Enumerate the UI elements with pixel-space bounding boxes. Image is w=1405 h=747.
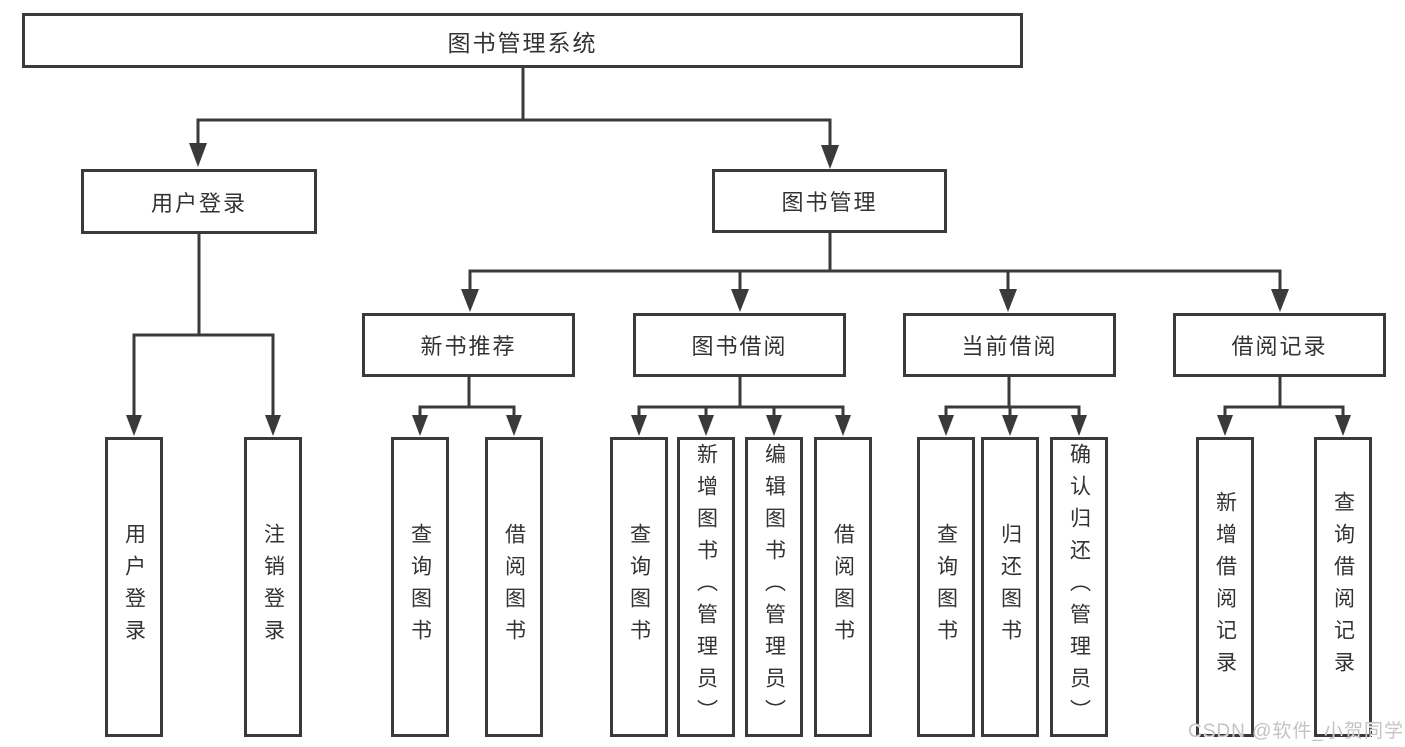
leaf-cb-confirm-return-admin: 确认归还（管理员） [1050, 437, 1108, 737]
leaf-bb-add-books-admin: 新增图书（管理员） [677, 437, 735, 737]
leaf-logout: 注销登录 [244, 437, 302, 737]
node-current-borrowing: 当前借阅 [903, 313, 1116, 377]
leaf-bb-edit-books-admin: 编辑图书（管理员） [745, 437, 803, 737]
leaf-br-query-borrow-record: 查询借阅记录 [1314, 437, 1372, 737]
node-new-book-recommendation: 新书推荐 [362, 313, 575, 377]
leaf-bb-borrow-books: 借阅图书 [814, 437, 872, 737]
node-root: 图书管理系统 [22, 13, 1023, 68]
node-user-login: 用户登录 [81, 169, 317, 234]
node-borrowing-records: 借阅记录 [1173, 313, 1386, 377]
watermark: CSDN @软件_小贺同学 [1188, 721, 1404, 742]
node-book-borrowing: 图书借阅 [633, 313, 846, 377]
leaf-user-login: 用户登录 [105, 437, 163, 737]
leaf-cb-query-books: 查询图书 [917, 437, 975, 737]
leaf-nbr-borrow-books: 借阅图书 [485, 437, 543, 737]
node-book-management: 图书管理 [712, 169, 947, 233]
leaf-nbr-query-books: 查询图书 [391, 437, 449, 737]
leaf-bb-query-books: 查询图书 [610, 437, 668, 737]
leaf-br-add-borrow-record: 新增借阅记录 [1196, 437, 1254, 737]
leaf-cb-return-books: 归还图书 [981, 437, 1039, 737]
